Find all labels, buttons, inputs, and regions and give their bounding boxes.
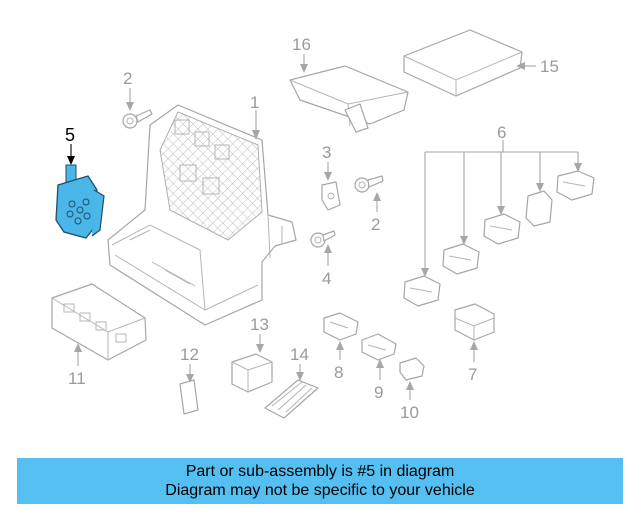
callout-16: 16 [292,35,311,54]
part-13-relay [231,353,273,393]
part-5-highlighted-component [55,164,105,239]
callout-13: 13 [250,315,269,334]
part-14-fuse-strip [264,379,319,419]
callout-10: 10 [400,403,419,422]
info-banner: Part or sub-assembly is #5 in diagram Di… [17,458,623,504]
callout-14: 14 [290,345,309,364]
part-3-clip [321,181,341,211]
banner-line-2: Diagram may not be specific to your vehi… [165,482,475,499]
parts-diagram: 1 2 2 3 4 5 6 7 8 9 10 11 12 13 14 15 16 [51,29,595,422]
leader-lines [67,54,582,400]
callout-8: 8 [334,363,343,382]
part-1-fuse-box-housing [107,104,297,326]
callout-2-left: 2 [123,69,132,88]
callout-2-right: 2 [371,215,380,234]
callout-3: 3 [322,143,331,162]
part-10-plug [399,357,425,381]
callout-7: 7 [468,365,477,384]
part-8-connector [323,312,359,341]
part-2-screw-right [354,175,384,193]
callout-9: 9 [374,383,383,402]
part-4-bolt [310,230,336,248]
part-11-fuse-holder [51,283,147,361]
callout-5: 5 [65,125,75,145]
callout-15: 15 [540,57,559,76]
part-15-control-module [403,29,523,97]
part-12-fuse [179,379,199,415]
part-6-relay-group [403,170,595,307]
callout-12: 12 [180,345,199,364]
part-5-body [55,175,98,239]
part-16-module [289,65,409,133]
banner-line-1: Part or sub-assembly is #5 in diagram [185,463,455,480]
callout-1: 1 [250,93,259,112]
part-2-screw-left [122,109,153,129]
callout-11: 11 [68,369,86,388]
callout-6: 6 [497,123,506,142]
part-7-relay [454,303,495,341]
part-9-connector [361,333,397,361]
callout-4: 4 [322,269,331,288]
